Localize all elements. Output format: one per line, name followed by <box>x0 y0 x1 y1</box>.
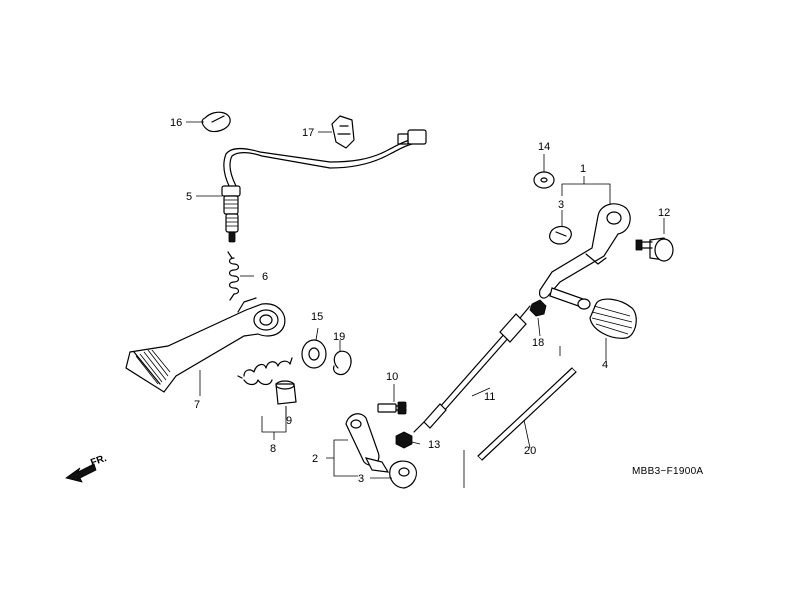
callout-11: 11 <box>484 391 495 403</box>
callout-6: 6 <box>262 271 268 283</box>
bracket-marks <box>463 346 561 488</box>
callout-3-upper: 3 <box>558 199 564 211</box>
callout-19: 19 <box>333 331 345 343</box>
part-18-nut <box>529 299 547 317</box>
front-arrow-label: FR. <box>89 453 108 469</box>
part-7-brake-pedal <box>125 297 286 393</box>
part-11-shift-rod <box>413 305 531 433</box>
part-17-clamp <box>331 115 355 149</box>
part-10-bolt <box>377 401 407 415</box>
part-4-rubber <box>589 298 637 339</box>
part-6-spring <box>227 251 240 301</box>
part-16-clamp <box>201 111 231 133</box>
callout-1: 1 <box>580 163 586 175</box>
part-13-nut <box>395 431 413 449</box>
part-3-joint-lower <box>389 460 417 489</box>
part-5-stop-switch <box>221 129 427 243</box>
front-arrow-icon: FR. <box>65 453 108 483</box>
part-14-washer <box>533 171 555 189</box>
part-3-bolt-upper <box>549 225 572 245</box>
part-20-rod <box>477 367 577 461</box>
callout-15: 15 <box>311 311 323 323</box>
callout-9: 9 <box>286 415 292 427</box>
part-15-washer <box>301 339 327 369</box>
callout-2: 2 <box>312 453 318 465</box>
callout-12: 12 <box>658 207 670 219</box>
part-8-spring <box>237 357 293 386</box>
diagram-reference-code: MBB3−F1900A <box>632 466 704 477</box>
callout-13: 13 <box>428 439 440 451</box>
callout-4: 4 <box>602 359 608 371</box>
callout-16: 16 <box>170 117 182 129</box>
callout-5: 5 <box>186 191 192 203</box>
callout-18: 18 <box>532 337 544 349</box>
part-19-snap-ring <box>333 350 352 376</box>
callout-8: 8 <box>270 443 276 455</box>
part-2-gearshift-arm <box>345 413 390 473</box>
part-1-gearshift-pedal <box>539 203 631 310</box>
callout-17: 17 <box>302 127 314 139</box>
callout-3-lower: 3 <box>358 473 364 485</box>
part-12-bolt <box>635 237 674 262</box>
callout-14: 14 <box>538 141 550 153</box>
callout-7: 7 <box>194 399 200 411</box>
leader-lines <box>186 121 665 479</box>
callout-10: 10 <box>386 371 398 383</box>
callout-20: 20 <box>524 445 536 457</box>
callout-labels: 16 17 5 6 7 9 8 15 19 10 13 2 3 11 20 14… <box>170 117 670 485</box>
part-9-collar <box>275 380 297 405</box>
